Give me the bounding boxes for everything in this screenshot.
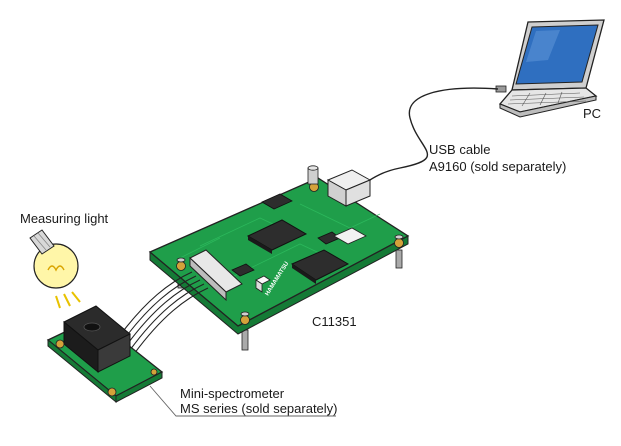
spectrometer-name-label: Mini-spectrometer [180, 386, 285, 401]
light-bulb-icon [29, 229, 81, 309]
board-model-label: C11351 [312, 314, 357, 329]
usb-cable-label: USB cable [429, 142, 491, 157]
ribbon-wires [117, 271, 209, 355]
spectrometer-series-label: MS series (sold separately) [180, 401, 338, 416]
control-board: HAMAMATSU [148, 165, 410, 351]
mini-spectrometer [46, 305, 164, 404]
measuring-light-label: Measuring light [20, 211, 109, 226]
spectrometer-leader-line [149, 385, 336, 417]
usb-cable [361, 87, 499, 186]
laptop-pc [495, 19, 605, 118]
usb-model-label: A9160 (sold separately) [429, 159, 567, 174]
pc-label: PC [583, 106, 602, 121]
